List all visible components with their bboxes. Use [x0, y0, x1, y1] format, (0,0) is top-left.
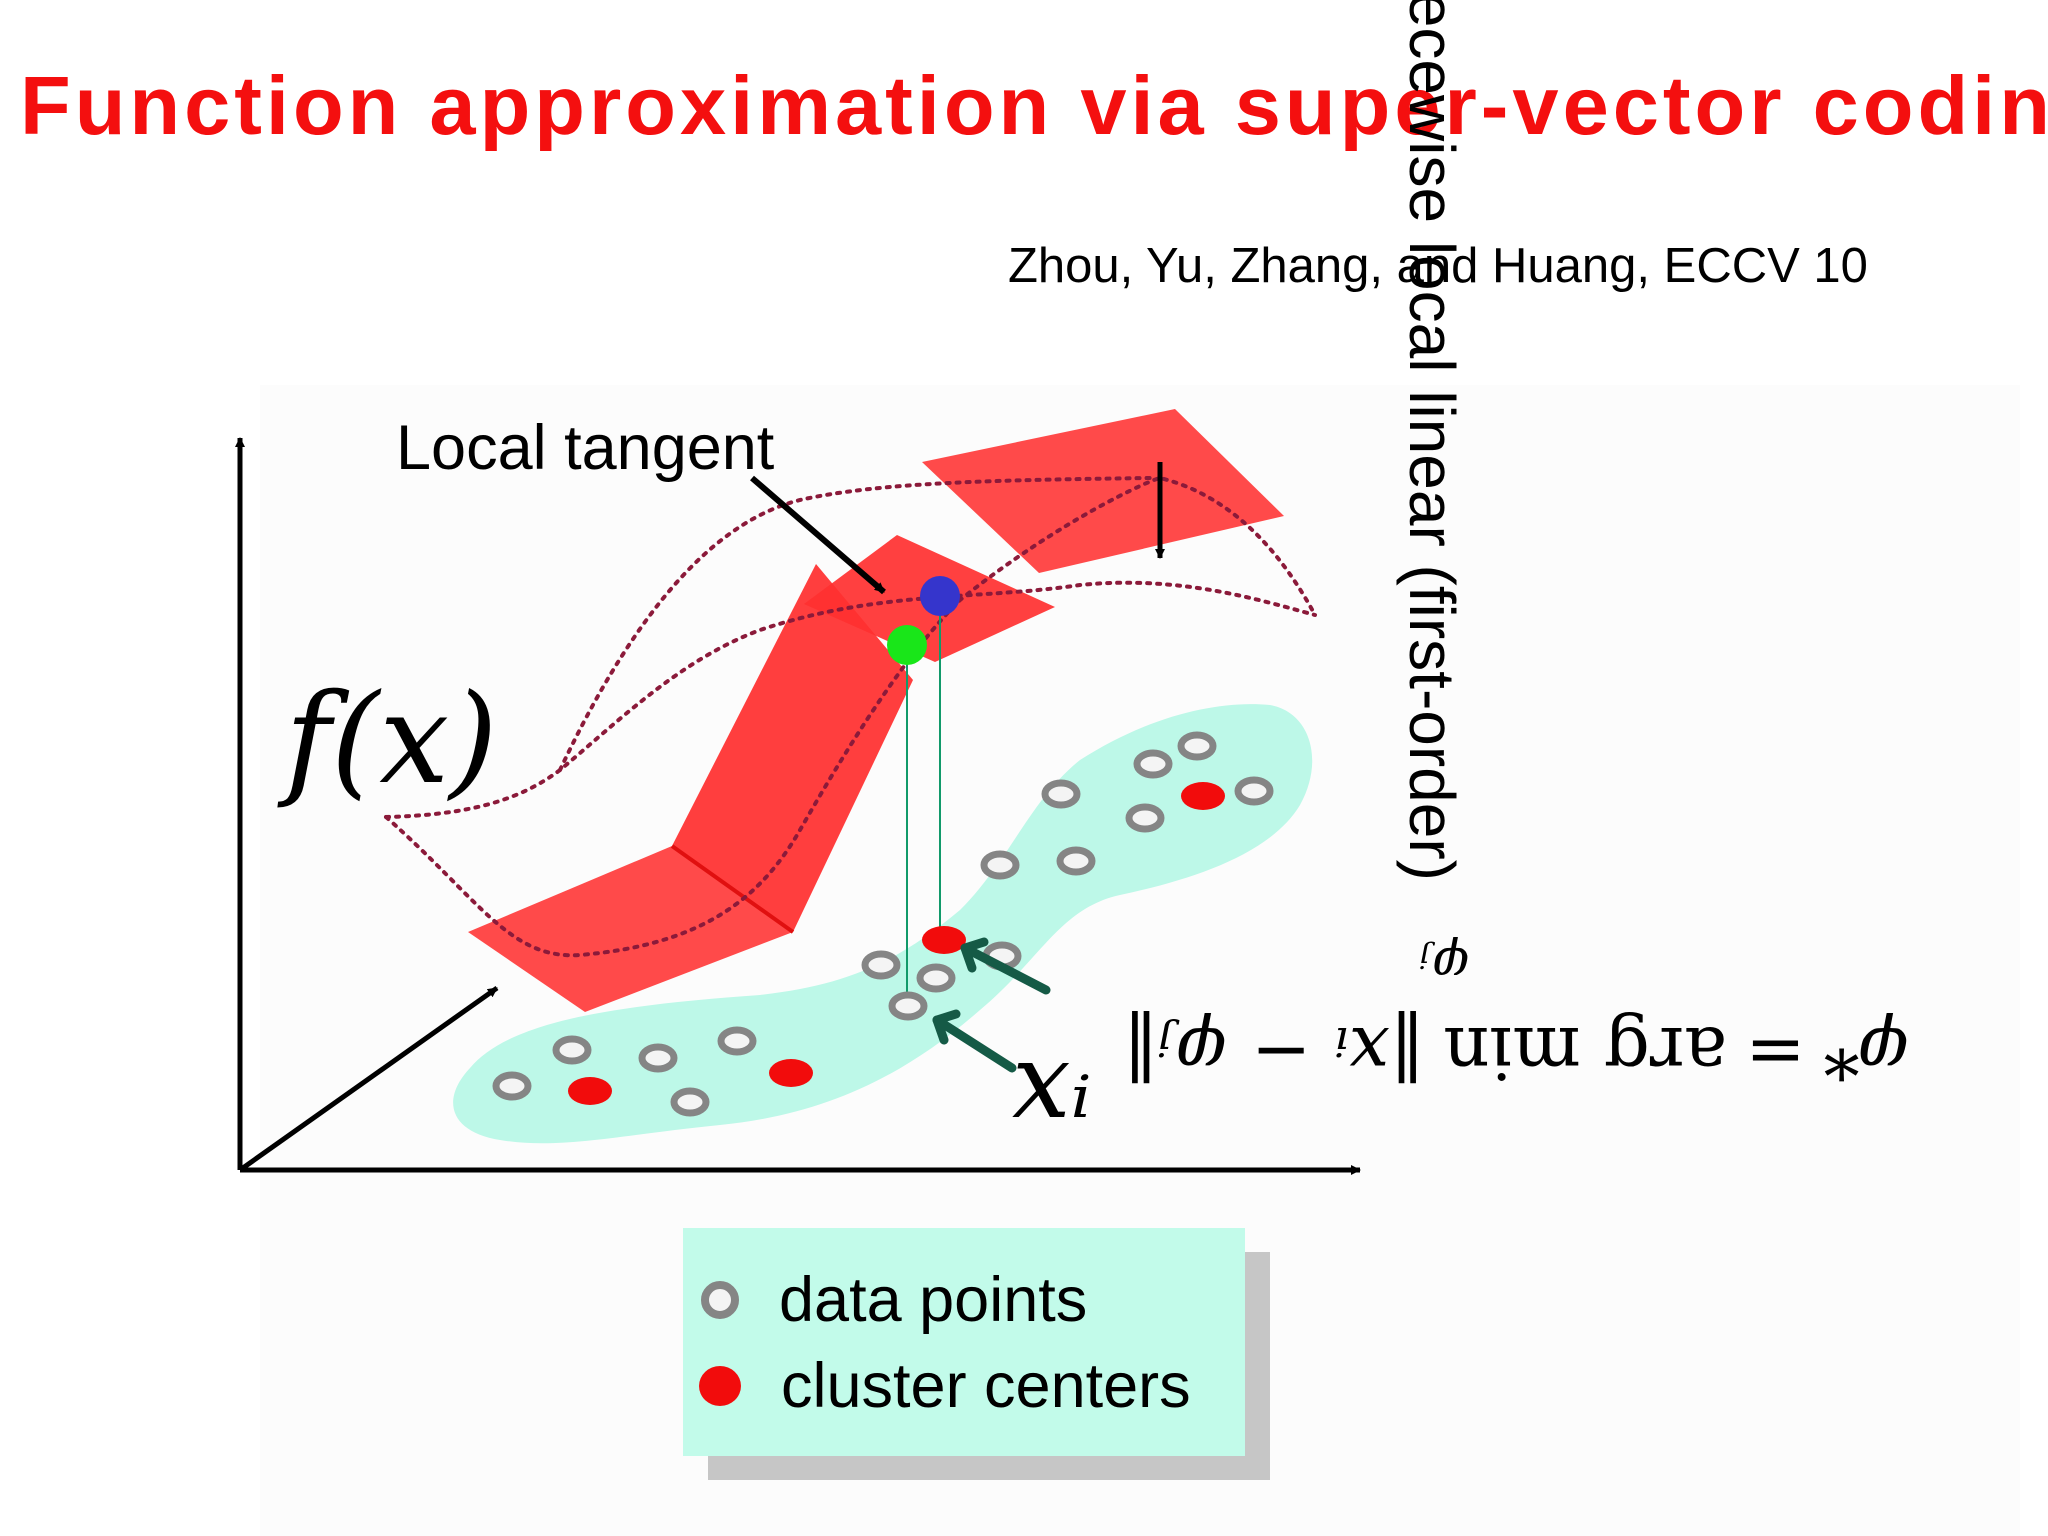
function-curve-lower	[384, 580, 1317, 819]
cluster-centers	[568, 782, 1225, 1105]
legend-item-data-points: data points	[701, 1264, 1087, 1336]
plane-fold-line	[670, 844, 795, 934]
legend-item-cluster-centers: cluster centers	[699, 1350, 1191, 1422]
function-label: f(x)	[285, 668, 498, 812]
data-point-ring-icon	[701, 1281, 739, 1319]
formula-norm: ‖xᵢ − φⱼ‖	[1122, 1011, 1426, 1095]
data-point	[638, 1043, 678, 1073]
local-tangent-label: Local tangent	[396, 413, 775, 483]
slide-title: Function approximation via super-vector …	[20, 59, 2048, 152]
formula-lhs: φ*	[1823, 1011, 1910, 1095]
green-arrows	[932, 937, 1051, 1073]
approximation-point-green	[887, 625, 927, 665]
tangent-plane-middle	[672, 564, 913, 932]
tangent-plane-right	[922, 409, 1284, 573]
data-point	[1056, 846, 1096, 876]
data-point	[1041, 779, 1081, 809]
data-point	[492, 1071, 532, 1101]
cluster-center	[568, 1077, 612, 1105]
z-axis	[238, 985, 499, 1173]
formula-equals: =	[1745, 1011, 1806, 1095]
arrow-icon	[960, 937, 989, 973]
data-point	[916, 963, 956, 993]
cluster-center	[1181, 782, 1225, 810]
point-label: xᵢ	[1012, 1020, 1092, 1142]
formula: φ* = arg min ‖xᵢ − φⱼ‖	[1010, 988, 1910, 1118]
arrow-icon	[960, 943, 1051, 995]
data-point	[1125, 803, 1165, 833]
cluster-center	[922, 926, 966, 954]
tangent-plane-left	[468, 846, 793, 1012]
legend-label: cluster centers	[781, 1351, 1191, 1421]
data-point	[888, 991, 928, 1021]
legend: data points cluster centers	[683, 1228, 1245, 1456]
data-point	[1234, 776, 1274, 806]
cluster-center-dot-icon	[699, 1366, 741, 1406]
local-tangent-arrow	[750, 475, 886, 595]
function-curve-top	[558, 476, 1152, 772]
data-point	[861, 950, 901, 980]
function-curve-upper	[384, 475, 1317, 958]
data-point	[980, 850, 1020, 880]
formula-operator: arg min	[1443, 1011, 1728, 1095]
legend-label: data points	[779, 1265, 1088, 1335]
data-point	[552, 1035, 592, 1065]
citation: Zhou, Yu, Zhang, and Huang, ECCV 10	[1008, 239, 1868, 293]
data-point	[1177, 731, 1217, 761]
formula-subscript: φⱼ	[1420, 935, 1471, 995]
vertical-caption: piecewise local linear (first-order)	[1396, 0, 1468, 881]
approximation-point-blue	[920, 576, 960, 616]
arrow-icon	[932, 1015, 1017, 1073]
data-point	[717, 1026, 757, 1056]
cluster-region	[453, 704, 1313, 1144]
cluster-center	[769, 1059, 813, 1087]
arrow-icon	[932, 1009, 961, 1045]
data-point	[1133, 749, 1173, 779]
data-point	[670, 1087, 710, 1117]
